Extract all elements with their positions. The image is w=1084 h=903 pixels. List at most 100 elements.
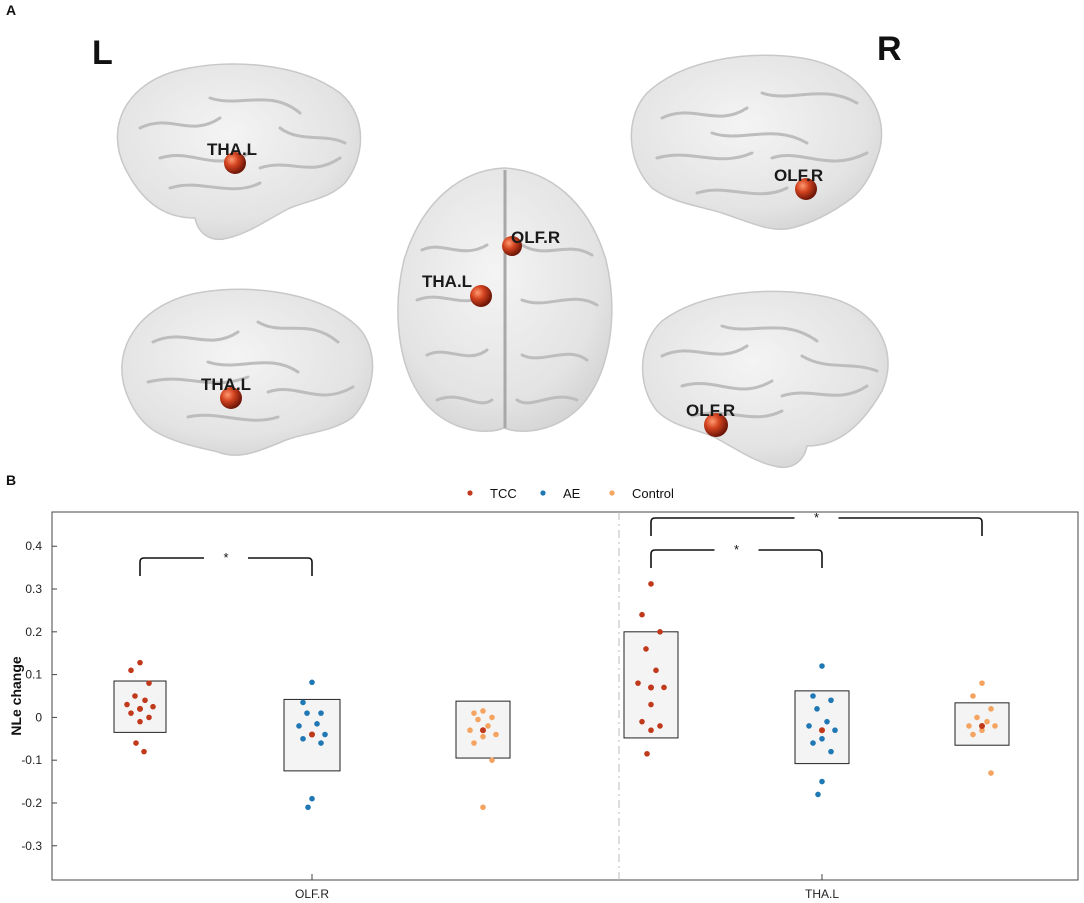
y-tick-label: 0.1: [25, 668, 42, 682]
significance-label: *: [223, 550, 228, 565]
data-point: [318, 740, 324, 746]
data-point: [314, 721, 320, 727]
group-center-marker: [648, 684, 654, 691]
data-point: [300, 699, 306, 706]
data-point: [657, 723, 663, 729]
significance-label: *: [814, 510, 819, 525]
data-point: [653, 667, 659, 674]
node-label-right-medial: OLF.R: [774, 166, 823, 185]
data-point: [643, 646, 649, 652]
data-point: [150, 703, 156, 710]
data-point: [304, 710, 310, 716]
data-point: [296, 723, 302, 729]
data-point: [988, 770, 994, 776]
node-olf-r-sphere: [502, 236, 522, 256]
y-tick-label: -0.2: [21, 796, 42, 810]
data-point: [493, 731, 499, 738]
group-center-marker: [480, 727, 486, 734]
data-point: [467, 727, 473, 734]
node-olf-r-sphere: [704, 413, 728, 437]
right-hemisphere-label: R: [877, 30, 902, 68]
y-tick-label: 0.4: [25, 539, 42, 553]
y-tick-label: 0.2: [25, 625, 42, 639]
data-point: [832, 727, 838, 734]
node-label-left-lateral: THA.L: [207, 140, 257, 159]
data-point: [142, 697, 148, 704]
data-point: [318, 710, 324, 716]
node-tha-l-sphere: [470, 285, 492, 307]
plot-frame: [51, 511, 1079, 881]
data-point: [819, 663, 825, 669]
y-tick-label: -0.3: [21, 839, 42, 853]
data-point: [661, 684, 667, 691]
left-hemisphere-label: L: [92, 34, 113, 72]
data-point: [309, 679, 315, 686]
group-box: [794, 690, 850, 765]
brain-left-medial: THA.L: [121, 288, 374, 456]
data-point: [128, 710, 134, 716]
data-point: [133, 740, 139, 746]
data-point: [480, 733, 486, 740]
legend-marker: [467, 490, 473, 496]
group-center-marker: [137, 705, 143, 712]
data-point: [137, 659, 143, 666]
significance-bracket: [650, 517, 983, 536]
data-point: [644, 750, 650, 757]
data-point: [485, 723, 491, 729]
significance-label: *: [734, 542, 739, 557]
y-tick-label: 0.3: [25, 582, 42, 596]
data-point: [828, 697, 834, 704]
data-point: [146, 680, 152, 686]
data-point: [648, 701, 654, 708]
chart-points: [124, 581, 998, 811]
data-point: [305, 804, 311, 811]
data-point: [146, 714, 152, 721]
data-point: [489, 714, 495, 721]
x-tick-label: OLF.R: [295, 887, 329, 901]
data-point: [806, 723, 812, 729]
node-label-top-tha: THA.L: [422, 272, 472, 291]
data-point: [639, 718, 645, 725]
data-point: [970, 693, 976, 699]
x-tick-label: THA.L: [805, 887, 839, 901]
data-point: [309, 795, 315, 802]
brain-right-medial: OLF.R: [630, 54, 883, 231]
data-point: [824, 718, 830, 725]
data-point: [480, 804, 486, 811]
panel-b-label: B: [6, 472, 17, 488]
node-tha-l-sphere: [220, 387, 242, 409]
data-point: [648, 581, 654, 587]
legend-label: AE: [563, 486, 581, 501]
group-center-marker: [979, 722, 985, 729]
data-point: [471, 740, 477, 746]
group-center-marker: [309, 731, 315, 738]
legend-marker: [540, 490, 546, 496]
data-point: [819, 735, 825, 742]
y-tick-label: -0.1: [21, 753, 42, 767]
y-axis-label: NLe change: [8, 656, 24, 736]
data-point: [300, 735, 306, 742]
data-point: [966, 723, 972, 729]
significance-bracket: [650, 549, 823, 568]
chart-boxes: [113, 631, 1010, 772]
data-point: [992, 723, 998, 729]
data-point: [137, 718, 143, 725]
data-point: [639, 611, 645, 618]
brain-left-lateral: THA.L: [116, 63, 362, 240]
significance-bracket: [139, 557, 313, 576]
data-point: [128, 667, 134, 674]
node-label-top-olf: OLF.R: [511, 228, 560, 247]
group-center-marker: [819, 727, 825, 734]
data-point: [984, 718, 990, 725]
data-point: [814, 706, 820, 712]
data-point: [828, 748, 834, 755]
data-point: [819, 778, 825, 785]
data-point: [970, 731, 976, 738]
data-point: [648, 727, 654, 734]
node-label-right-lateral: OLF.R: [686, 401, 735, 420]
data-point: [124, 701, 130, 708]
data-point: [810, 693, 816, 699]
